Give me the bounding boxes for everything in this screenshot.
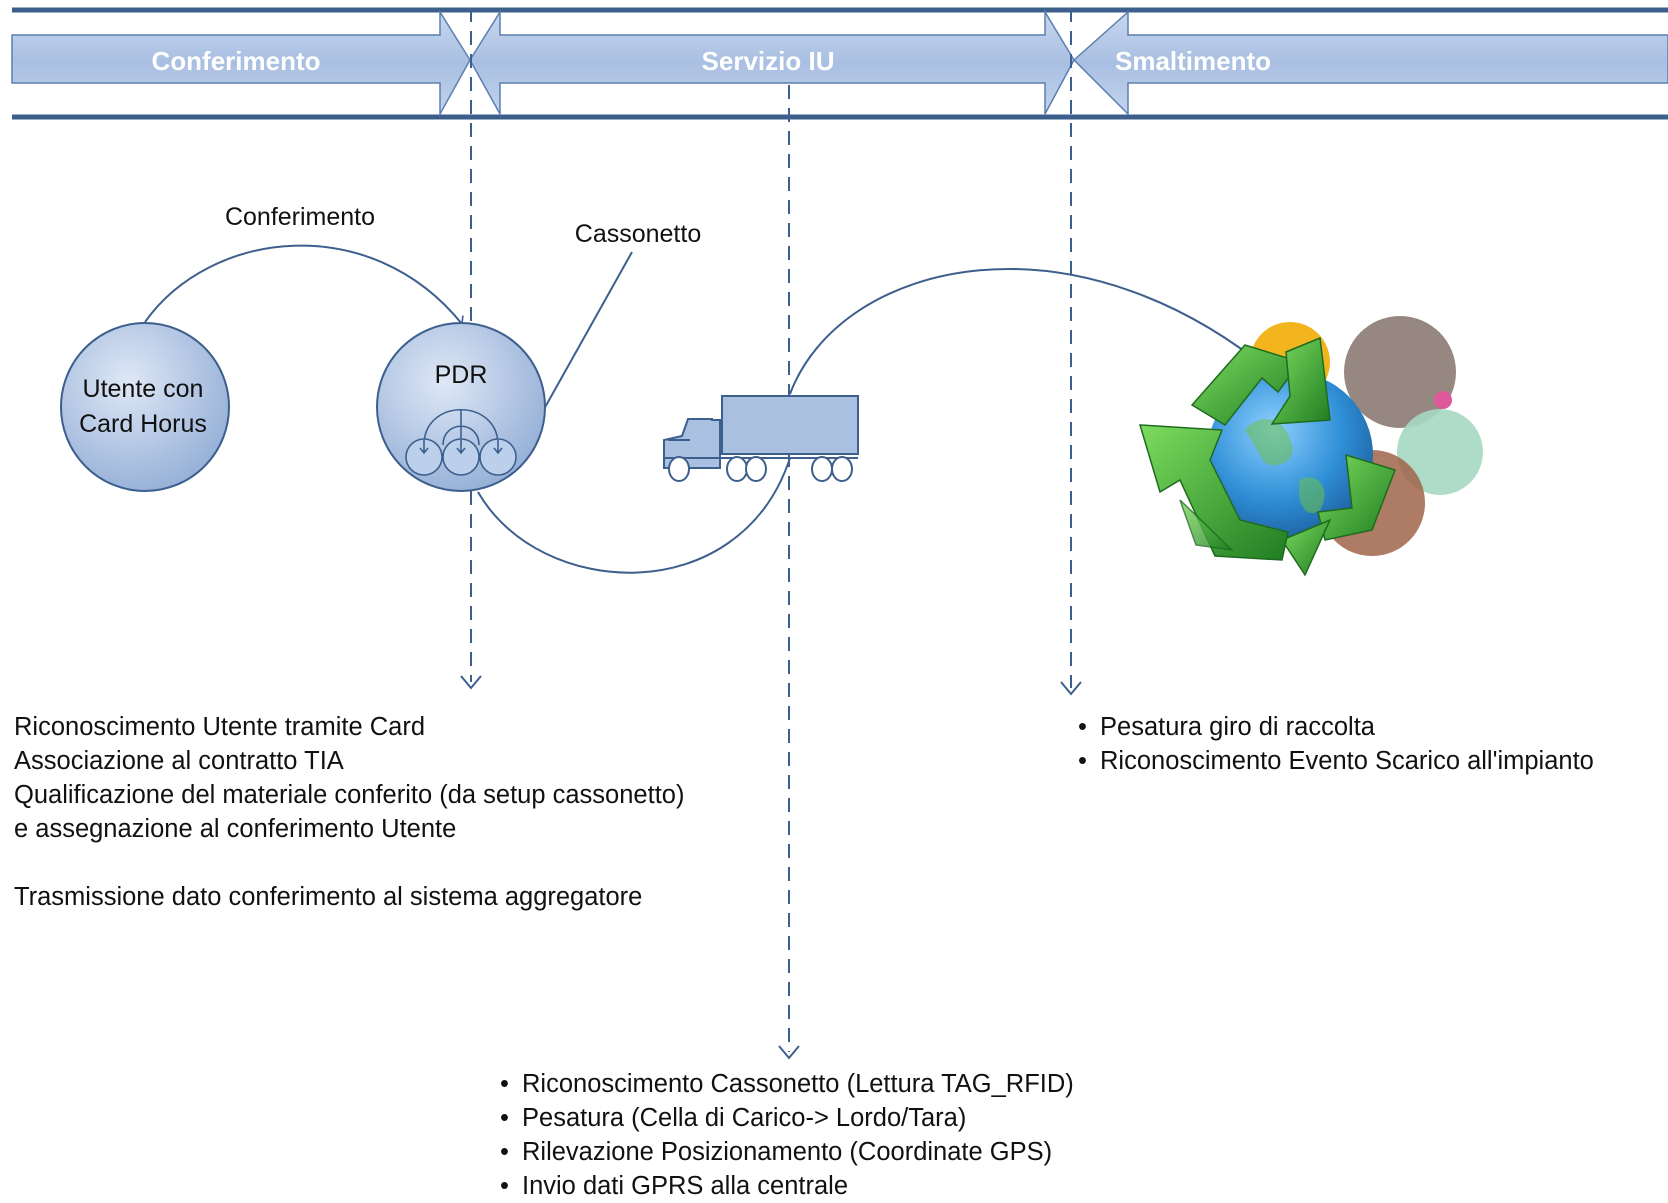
smaltimento-tasks-list: Pesatura giro di raccolta Riconoscimento… <box>1078 710 1594 778</box>
recycle-icon <box>1138 336 1396 577</box>
utente-label-line2: Card Horus <box>79 410 207 438</box>
list-item: Riconoscimento Evento Scarico all'impian… <box>1078 744 1594 778</box>
list-item: Invio dati GPRS alla centrale <box>500 1169 1074 1203</box>
list-item: Pesatura giro di raccolta <box>1078 710 1594 744</box>
list-item: Pesatura (Cella di Carico-> Lordo/Tara) <box>500 1101 1074 1135</box>
guide-arrowheads <box>460 675 1082 1060</box>
phase-band: Conferimento Servizio IU Smaltimento <box>11 7 1668 120</box>
flow-arcs <box>144 244 1291 574</box>
list-item: Trasmissione dato conferimento al sistem… <box>0 880 684 914</box>
phase-smaltimento-segment <box>1072 10 1668 116</box>
cassonetto-label: Cassonetto <box>575 220 701 248</box>
list-item: Associazione al contratto TIA <box>0 744 684 778</box>
pickup-arc <box>477 457 791 574</box>
phase-servizio-label: Servizio IU <box>702 46 835 76</box>
list-item: Riconoscimento Cassonetto (Lettura TAG_R… <box>500 1067 1074 1101</box>
phase-conferimento-segment <box>11 9 471 117</box>
decor-circle-mint <box>1397 409 1483 495</box>
decor-circle-brown <box>1344 316 1456 428</box>
servizio-tasks-list: Riconoscimento Cassonetto (Lettura TAG_R… <box>500 1067 1074 1203</box>
utente-label-line1: Utente con <box>83 375 204 403</box>
list-item: Qualificazione del materiale conferito (… <box>0 778 684 812</box>
pdr-node: PDR <box>376 322 546 492</box>
phase-guides <box>470 8 1072 1052</box>
conferimento-arc-label: Conferimento <box>225 203 375 231</box>
disposal-arc <box>789 268 1291 395</box>
recycle-illustration <box>1138 316 1483 577</box>
phase-conferimento-label: Conferimento <box>152 46 321 76</box>
pdr-label: PDR <box>435 361 488 389</box>
arrowhead-smaltimento <box>1060 681 1082 696</box>
conferimento-arc <box>144 244 464 325</box>
list-item: Riconoscimento Utente tramite Card <box>0 710 684 744</box>
list-item: Rilevazione Posizionamento (Coordinate G… <box>500 1135 1074 1169</box>
conferimento-tasks-list: Riconoscimento Utente tramite Card Assoc… <box>0 710 684 914</box>
decor-dot-pink <box>1434 391 1452 409</box>
arrowhead-servizio <box>778 1045 800 1060</box>
utente-node: Utente con Card Horus <box>60 322 230 492</box>
list-item-continuation: e assegnazione al conferimento Utente <box>14 815 457 843</box>
phase-smaltimento-label: Smaltimento <box>1115 46 1271 76</box>
arrowhead-conferimento <box>460 675 482 690</box>
bin-icon <box>405 409 517 476</box>
truck-icon <box>663 395 859 482</box>
